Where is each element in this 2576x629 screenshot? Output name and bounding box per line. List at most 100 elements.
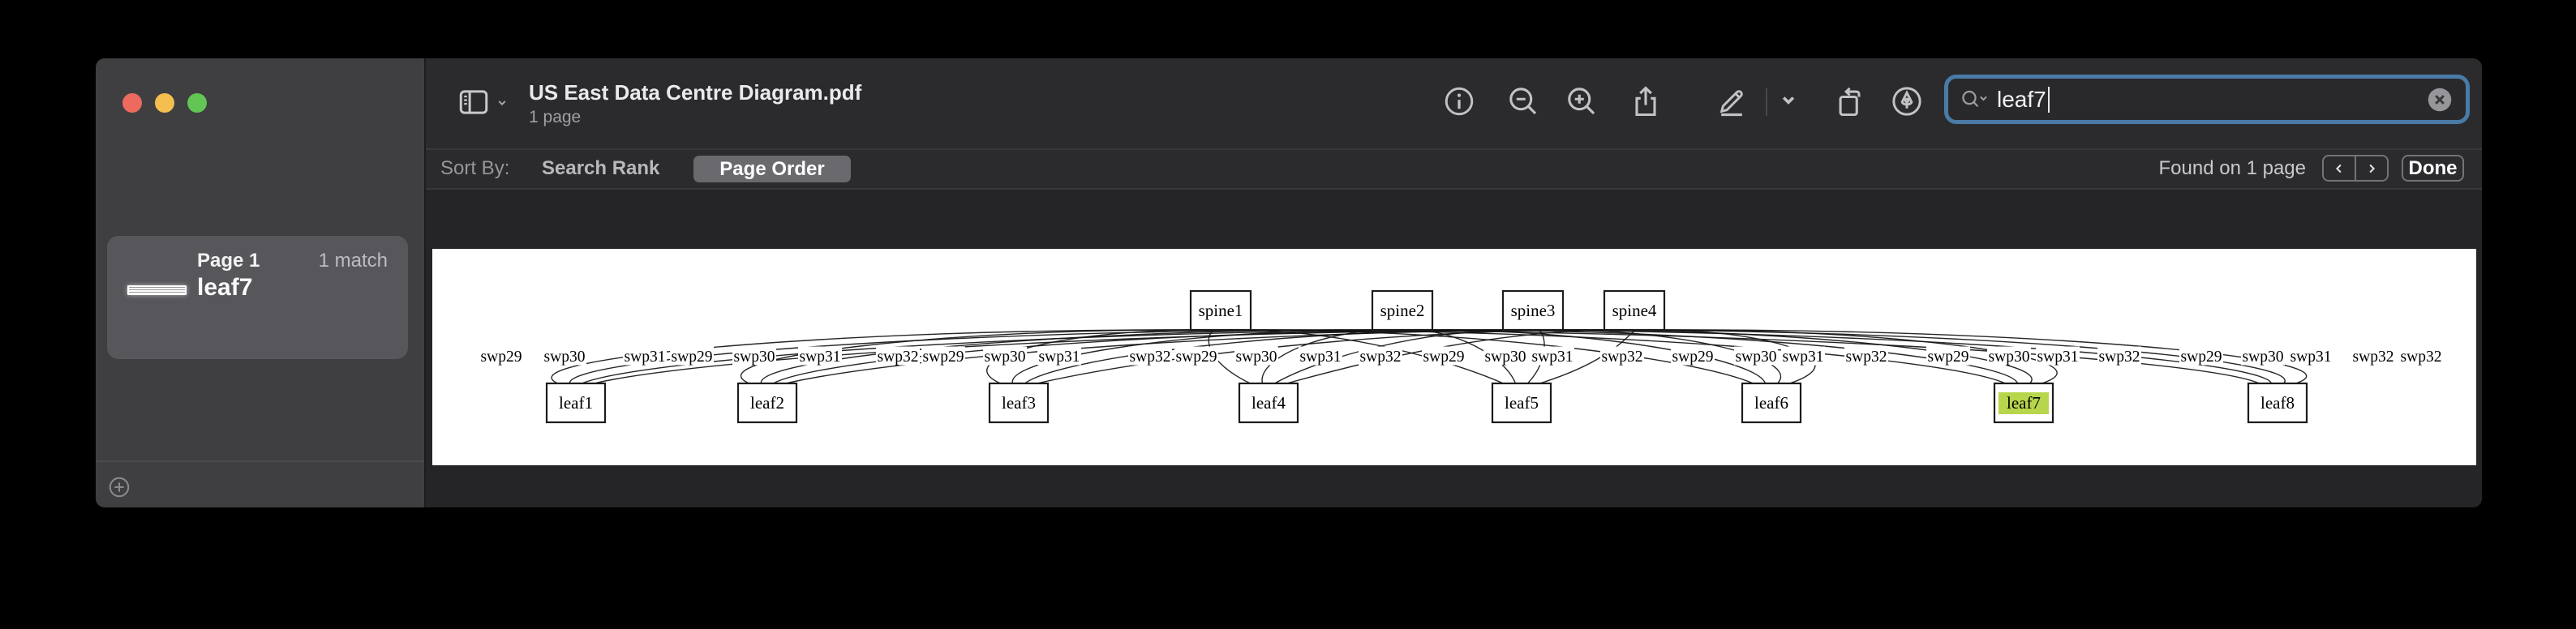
edge-leaf6-spine1: [1231, 329, 1754, 384]
sidebar-toggle-icon: [459, 90, 488, 114]
port-label: swp29: [672, 349, 713, 366]
zoom-out-button[interactable]: [1505, 83, 1541, 119]
chevron-right-icon: [2369, 164, 2376, 173]
port-label: swp30: [2243, 349, 2284, 366]
port-label: swp29: [481, 349, 522, 366]
result-snippet: leaf7: [197, 274, 253, 301]
port-label: swp32: [2353, 349, 2394, 366]
node-spine2: [1371, 289, 1434, 332]
port-label: swp30: [1736, 349, 1777, 366]
port-label: swp30: [734, 349, 775, 366]
share-button[interactable]: [1628, 83, 1664, 119]
rotate-icon: [1839, 87, 1861, 117]
port-label: swp30: [1236, 349, 1277, 366]
edge-leaf6-spine2: [1413, 329, 1767, 384]
minimize-window-button[interactable]: [155, 93, 174, 113]
port-label: swp31: [800, 349, 841, 366]
plus-circle-icon: [109, 477, 130, 498]
port-label: swp29: [1928, 349, 1969, 366]
toolbar: US East Data Centre Diagram.pdf 1 page: [426, 58, 2482, 148]
close-window-button[interactable]: [122, 93, 142, 113]
zoom-out-icon: [1509, 88, 1537, 115]
search-result-card[interactable]: Page 1 1 match leaf7: [107, 236, 408, 359]
node-leaf8: [2247, 382, 2308, 424]
search-input[interactable]: leaf7: [1997, 86, 2046, 112]
edge-leaf8-spine3: [1558, 329, 2286, 384]
fullscreen-window-button[interactable]: [187, 93, 207, 113]
node-leaf5: [1491, 382, 1552, 424]
zoom-in-button[interactable]: [1564, 83, 1599, 119]
port-label: swp31: [625, 349, 666, 366]
port-label: swp30: [544, 349, 586, 366]
markup-pen-icon: [1719, 90, 1743, 117]
document-page-count: 1 page: [529, 108, 582, 126]
preview-window: Page 1 1 match leaf7: [96, 58, 2482, 507]
chevron-down-icon: [498, 101, 506, 106]
text-caret: [2047, 86, 2050, 113]
node-label-spine2: spine2: [1380, 301, 1425, 320]
edge-leaf8-spine4: [1659, 329, 2308, 384]
sidebar-toggle-button[interactable]: [457, 85, 491, 119]
sort-by-label: Sort By:: [440, 157, 510, 179]
match-pager: [2322, 155, 2389, 182]
markup-button[interactable]: [1714, 83, 1750, 119]
result-page-label: Page 1: [197, 250, 260, 272]
search-options-bar: Sort By: Search Rank Page Order Found on…: [426, 148, 2482, 190]
edge-leaf5-spine1: [1224, 329, 1504, 384]
previous-match-button[interactable]: [2324, 156, 2356, 180]
port-label: swp32: [1846, 349, 1887, 366]
sidebar-footer-divider: [96, 460, 424, 462]
node-leaf4: [1238, 382, 1299, 424]
port-label: swp31: [1039, 349, 1080, 366]
chevron-left-icon: [2335, 164, 2342, 173]
port-label: swp29: [923, 349, 964, 366]
search-magnifier-icon[interactable]: [1960, 88, 1989, 112]
edge-leaf7-spine4: [1652, 329, 2058, 384]
node-label-spine3: spine3: [1511, 301, 1556, 320]
sort-option-search-rank[interactable]: Search Rank: [542, 157, 660, 179]
next-match-button[interactable]: [2356, 156, 2387, 180]
node-label-spine4: spine4: [1612, 301, 1657, 320]
node-label-leaf6: leaf6: [1754, 393, 1788, 413]
main-content: US East Data Centre Diagram.pdf 1 page: [426, 58, 2482, 507]
node-label-leaf3: leaf3: [1002, 393, 1036, 413]
edge-leaf2-spine2: [760, 329, 1385, 384]
info-button[interactable]: [1441, 83, 1477, 119]
port-label: swp31: [1783, 349, 1824, 366]
edge-leaf7-spine2: [1420, 329, 2019, 384]
edge-leaf3-spine1: [986, 329, 1210, 384]
port-label: swp31: [1532, 349, 1574, 366]
port-label: swp30: [1485, 349, 1526, 366]
port-label: swp31: [1300, 349, 1342, 366]
highlight-pen-button[interactable]: [1889, 83, 1925, 119]
node-label-leaf8: leaf8: [2260, 393, 2295, 413]
add-page-button[interactable]: [107, 475, 131, 499]
edge-leaf8-spine2: [1428, 329, 2273, 384]
edge-leaf7-spine1: [1239, 329, 2006, 384]
document-title: US East Data Centre Diagram.pdf: [529, 80, 862, 105]
port-label: swp32: [878, 349, 919, 366]
search-match-highlight: [1999, 392, 2049, 414]
info-icon: [1445, 87, 1474, 116]
edge-leaf8-spine1: [1246, 329, 2260, 384]
toolbar-divider: [1766, 88, 1767, 116]
done-button[interactable]: Done: [2402, 155, 2464, 182]
port-label: swp32: [1360, 349, 1402, 366]
search-field[interactable]: leaf7: [1944, 75, 2470, 124]
node-leaf1: [545, 382, 607, 424]
node-leaf2: [736, 382, 798, 424]
zoom-in-icon: [1568, 88, 1595, 115]
clear-search-button[interactable]: [2425, 85, 2454, 114]
sort-option-page-order[interactable]: Page Order: [693, 156, 851, 182]
edge-leaf7-spine3: [1551, 329, 2033, 384]
markup-more-button[interactable]: [1772, 83, 1805, 119]
sidebar-toggle-chevron[interactable]: [494, 95, 510, 111]
pen-nib-icon: [1892, 87, 1921, 116]
rotate-button[interactable]: [1832, 83, 1868, 119]
port-label: swp29: [1176, 349, 1217, 366]
share-icon: [1635, 86, 1656, 117]
